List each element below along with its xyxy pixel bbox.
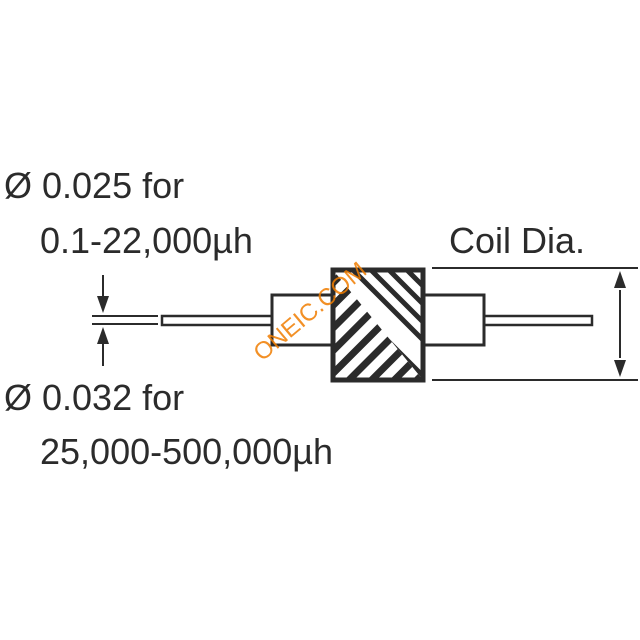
right-end-cap xyxy=(422,293,486,347)
right-lead-wire xyxy=(480,314,594,327)
lead-diameter-dimension xyxy=(92,275,158,366)
lead-large-label-line1: Ø 0.032 for xyxy=(4,377,185,418)
lead-small-label-line1: Ø 0.025 for xyxy=(4,165,185,206)
lead-small-label-line2: 0.1-22,000µh xyxy=(40,220,253,261)
left-end-cap xyxy=(270,293,334,347)
arrow-up-icon xyxy=(97,327,109,344)
arrow-down-icon xyxy=(97,296,109,313)
arrow-up-icon xyxy=(614,271,626,288)
arrow-down-icon xyxy=(614,360,626,377)
coil-diameter-dimension xyxy=(432,267,638,381)
coil-body xyxy=(330,267,426,383)
coil-dia-label: Coil Dia. xyxy=(449,220,586,261)
lead-large-label-line2: 25,000-500,000µh xyxy=(40,431,333,472)
left-lead-wire xyxy=(160,314,276,327)
